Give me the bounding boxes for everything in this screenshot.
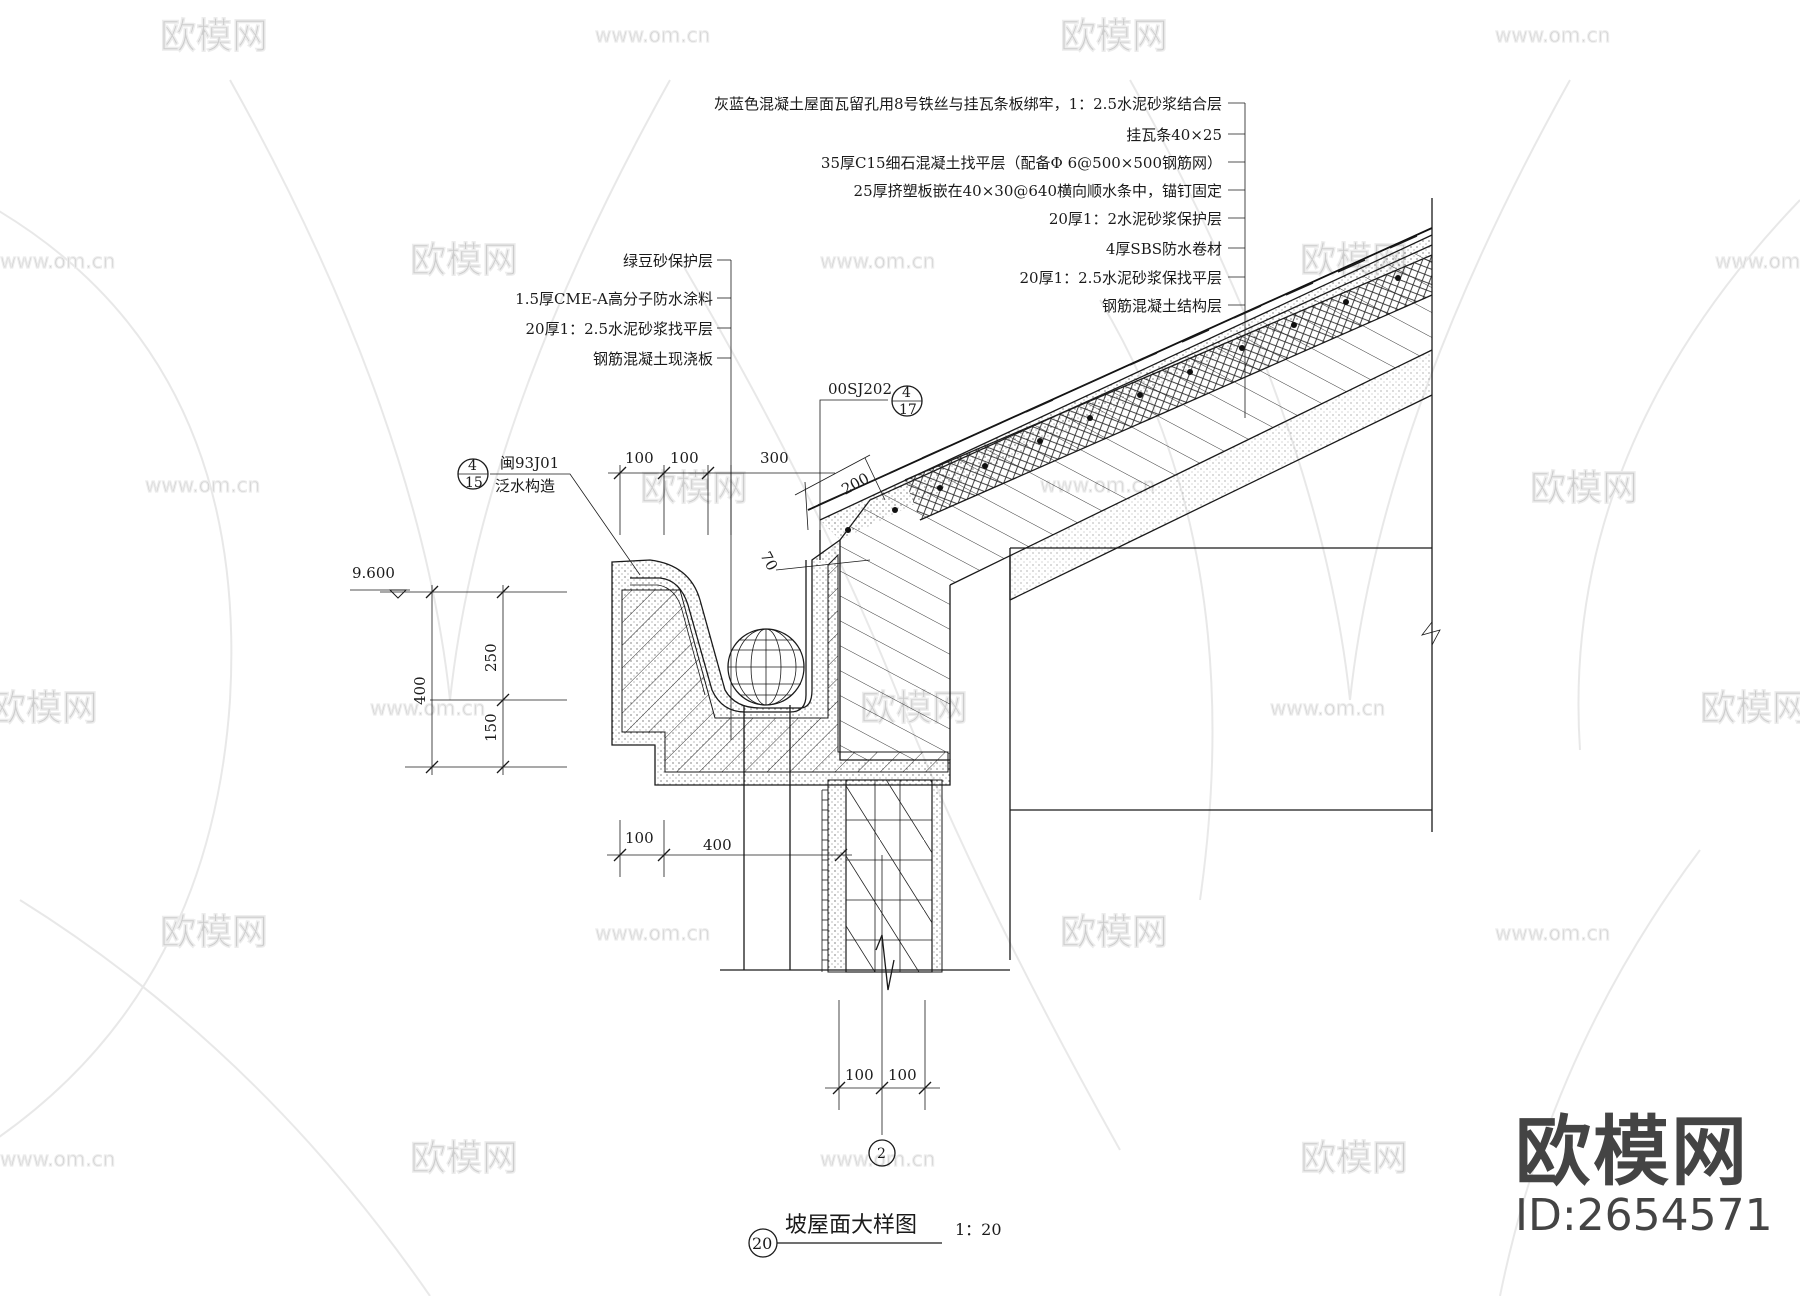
dim-250: 250 (482, 643, 500, 672)
gutter-section (611, 530, 951, 970)
brand-name: 欧模网 (1515, 1107, 1749, 1196)
svg-text:欧模网: 欧模网 (1530, 468, 1638, 509)
svg-text:www.om.cn: www.om.cn (1270, 696, 1385, 720)
axis-bubble: 2 (868, 1139, 896, 1167)
svg-text:欧模网: 欧模网 (160, 912, 268, 953)
gutter-layer-2: 1.5厚CME-A高分子防水涂料 (515, 290, 713, 308)
svg-text:www.om.cn: www.om.cn (0, 1147, 115, 1171)
svg-text:www.om.cn: www.om.cn (820, 1147, 935, 1171)
roof-layer-3: 35厚C15细石混凝土找平层（配备Φ 6@500×500钢筋网） (821, 154, 1222, 172)
svg-text:www.om.cn: www.om.cn (1495, 921, 1610, 945)
ref-flashing-bubble: 4 15 (457, 458, 489, 491)
svg-text:欧模网: 欧模网 (640, 468, 748, 509)
ref-std-code: 00SJ202 (828, 380, 892, 398)
gutter-layer-1: 绿豆砂保护层 (623, 252, 713, 270)
gutter-layer-3: 20厚1：2.5水泥砂浆找平层 (526, 320, 714, 338)
title-text: 坡屋面大样图 (785, 1213, 917, 1238)
svg-text:www.om.cn: www.om.cn (1715, 249, 1800, 273)
gutter-layer-4: 钢筋混凝土现浇板 (593, 350, 713, 368)
dim-slope-200: 200 (838, 469, 872, 498)
elevation-label: 9.600 (352, 564, 395, 582)
svg-text:欧模网: 欧模网 (0, 688, 98, 729)
dim-top-3: 300 (760, 449, 789, 467)
sloped-roof (807, 198, 1441, 960)
svg-text:www.om.cn: www.om.cn (820, 249, 935, 273)
svg-text:www.om.cn: www.om.cn (0, 249, 115, 273)
scale-text: 1：20 (955, 1220, 1002, 1239)
brand-id: ID:2654571 (1515, 1190, 1773, 1241)
svg-text:欧模网: 欧模网 (1700, 688, 1800, 729)
roof-layer-7: 20厚1：2.5水泥砂浆保找平层 (1020, 269, 1223, 287)
dim-wall-2: 100 (888, 1066, 917, 1084)
svg-text:欧模网: 欧模网 (1060, 16, 1168, 57)
svg-text:欧模网: 欧模网 (1060, 912, 1168, 953)
dim-400-vertical: 400 (411, 676, 429, 705)
svg-text:15: 15 (465, 475, 483, 491)
dim-top-2: 100 (670, 449, 699, 467)
roof-layer-5: 20厚1：2水泥砂浆保护层 (1049, 210, 1222, 228)
drawing-title: 20 坡屋面大样图 1：20 (748, 1213, 1002, 1258)
svg-text:www.om.cn: www.om.cn (595, 23, 710, 47)
svg-text:2: 2 (877, 1146, 886, 1162)
roof-layer-2: 挂瓦条40×25 (1126, 126, 1222, 144)
ref-flashing-desc: 泛水构造 (495, 477, 555, 495)
roof-layer-8: 钢筋混凝土结构层 (1102, 297, 1222, 315)
dim-bottom-400: 400 (703, 836, 732, 854)
dim-150: 150 (482, 713, 500, 742)
roof-layer-callouts: 灰蓝色混凝土屋面瓦留孔用8号铁丝与挂瓦条板绑牢，1：2.5水泥砂浆结合层 挂瓦条… (714, 95, 1246, 418)
roof-layer-6: 4厚SBS防水卷材 (1106, 240, 1222, 258)
wall-section (720, 779, 1010, 1135)
roof-layer-1: 灰蓝色混凝土屋面瓦留孔用8号铁丝与挂瓦条板绑牢，1：2.5水泥砂浆结合层 (714, 95, 1222, 113)
svg-text:欧模网: 欧模网 (1300, 1138, 1408, 1179)
ball-drain-icon (727, 628, 805, 706)
svg-text:欧模网: 欧模网 (410, 1138, 518, 1179)
svg-text:www.om.cn: www.om.cn (145, 473, 260, 497)
svg-text:17: 17 (899, 402, 917, 418)
dim-top-1: 100 (625, 449, 654, 467)
svg-text:www.om.cn: www.om.cn (595, 921, 710, 945)
ref-flashing-code: 闽93J01 (500, 454, 559, 472)
watermark-layer: 欧模网 欧模网 欧模网 欧模网 欧模网 欧模网 欧模网 欧模网 欧模网 欧模网 … (0, 15, 1800, 1296)
svg-text:欧模网: 欧模网 (410, 240, 518, 281)
watermark-brand: 欧模网 ID:2654571 (1515, 1112, 1773, 1240)
svg-text:4: 4 (902, 385, 911, 401)
svg-text:欧模网: 欧模网 (160, 16, 268, 57)
dim-wall-1: 100 (845, 1066, 874, 1084)
roof-layer-4: 25厚挤塑板嵌在40×30@640横向顺水条中，锚钉固定 (854, 182, 1222, 200)
ref-std-bubble: 4 17 (891, 385, 923, 418)
svg-text:4: 4 (468, 458, 477, 474)
svg-text:www.om.cn: www.om.cn (1495, 23, 1610, 47)
dim-bottom-100: 100 (625, 829, 654, 847)
detail-number: 20 (752, 1234, 772, 1253)
dimensions: 100 100 300 200 70 00SJ202 4 17 4 15 闽93… (350, 380, 940, 1110)
